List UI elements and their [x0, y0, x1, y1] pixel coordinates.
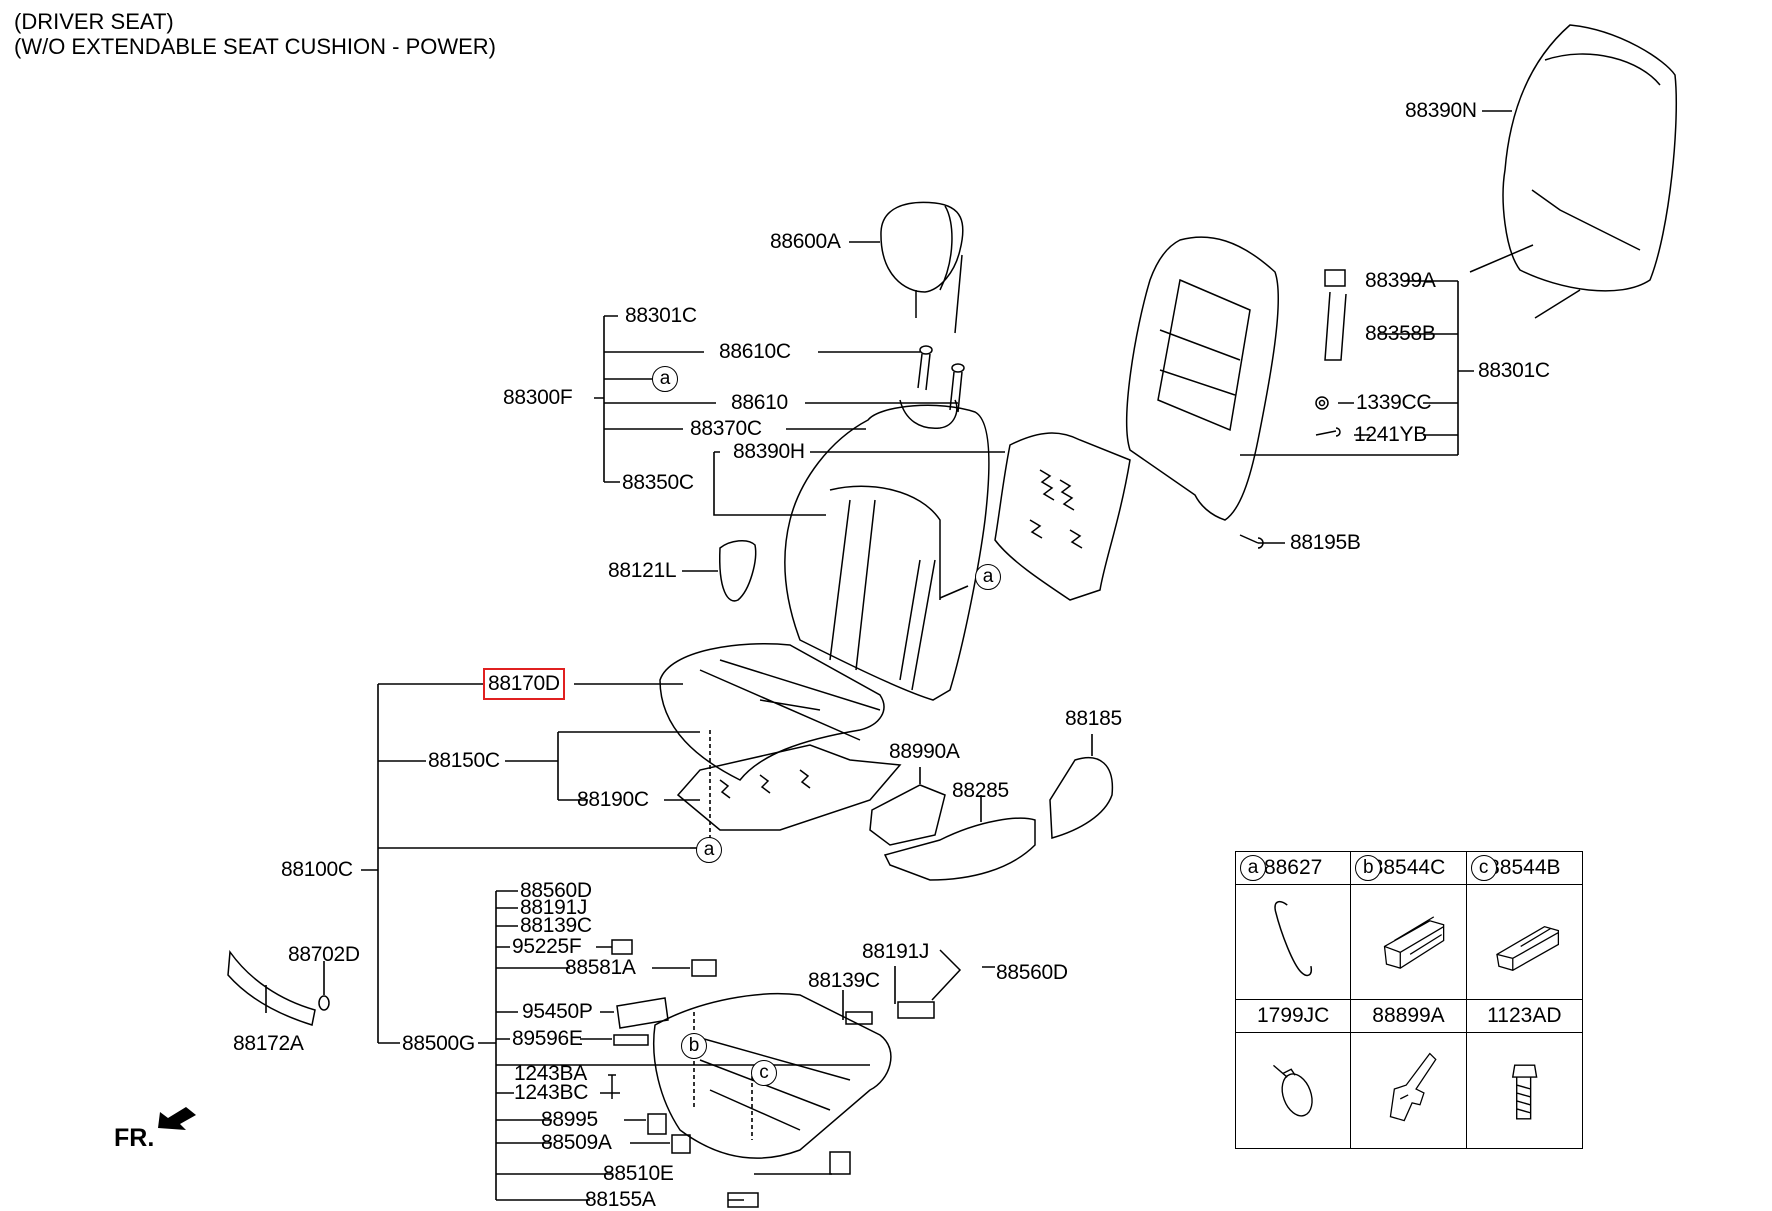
part-label-88172A[interactable]: 88172A — [233, 1032, 304, 1055]
legend-part-88899A[interactable]: 88899A — [1372, 1004, 1445, 1027]
part-label-1339CC[interactable]: 1339CC — [1356, 391, 1432, 414]
legend-header-88899A: 88899A — [1351, 1000, 1467, 1033]
part-label-88300F[interactable]: 88300F — [503, 386, 573, 409]
legend-image-clip-single — [1466, 885, 1582, 1000]
part-label-88370C[interactable]: 88370C — [690, 417, 762, 440]
bracket-icon — [1390, 1052, 1437, 1122]
part-label-88191J-list[interactable]: 88191J — [520, 896, 588, 919]
clip-double-icon — [1384, 916, 1445, 969]
part-label-88510E[interactable]: 88510E — [603, 1162, 674, 1185]
part-label-88100C[interactable]: 88100C — [281, 858, 353, 881]
part-label-88610[interactable]: 88610 — [731, 391, 788, 414]
legend-ref-b: b — [1355, 855, 1382, 881]
legend-part-88544B[interactable]: 88544B — [1488, 856, 1561, 879]
legend-part-1799JC[interactable]: 1799JC — [1256, 1004, 1330, 1027]
legend-image-wire-hook — [1236, 885, 1352, 1000]
headrest-drawing — [880, 201, 964, 334]
part-label-88399A[interactable]: 88399A — [1365, 269, 1436, 292]
front-indicator-label: FR. — [114, 1124, 155, 1152]
diagram-title-line1: (DRIVER SEAT) — [14, 9, 174, 34]
front-arrow-icon — [158, 1107, 196, 1130]
part-label-88139C[interactable]: 88139C — [808, 969, 880, 992]
part-label-88285[interactable]: 88285 — [952, 779, 1009, 802]
legend-table: a 88627 b 88544C c 88544B 1799JC 88899A … — [1235, 851, 1583, 1149]
switch-and-covers-drawing — [869, 756, 1114, 881]
legend-ref-c: c — [1470, 855, 1497, 881]
pad-drawing — [994, 432, 1131, 601]
wire-hook-icon — [1274, 900, 1313, 977]
part-label-88139C-list[interactable]: 88139C — [520, 914, 592, 937]
part-label-88191J[interactable]: 88191J — [862, 940, 930, 963]
leader-lines — [265, 110, 1512, 1201]
part-label-88702D[interactable]: 88702D — [288, 943, 360, 966]
part-label-88610C[interactable]: 88610C — [719, 340, 791, 363]
guide-drawings — [917, 345, 965, 413]
part-label-88990A[interactable]: 88990A — [889, 740, 960, 763]
part-label-88350C[interactable]: 88350C — [622, 471, 694, 494]
small-hardware-drawings — [1239, 269, 1347, 549]
part-label-88390N[interactable]: 88390N — [1405, 99, 1477, 122]
legend-part-88544C[interactable]: 88544C — [1371, 856, 1446, 879]
diagram-title-line2: (W/O EXTENDABLE SEAT CUSHION - POWER) — [14, 34, 497, 59]
trim-strip-drawing — [227, 949, 330, 1026]
part-label-88155A[interactable]: 88155A — [585, 1188, 656, 1211]
part-label-88995[interactable]: 88995 — [541, 1108, 598, 1131]
ref-circle-a-cushion[interactable]: a — [696, 837, 722, 863]
ref-circle-b[interactable]: b — [681, 1033, 707, 1059]
legend-image-bracket — [1351, 1033, 1467, 1148]
legend-image-clip-double — [1351, 885, 1467, 1000]
part-label-88190C[interactable]: 88190C — [577, 788, 649, 811]
ref-circle-c[interactable]: c — [751, 1060, 777, 1086]
part-label-88150C[interactable]: 88150C — [428, 749, 500, 772]
backrest-cover-drawing — [784, 399, 990, 701]
back-board-drawing — [1469, 24, 1677, 319]
legend-image-cable-tie — [1236, 1033, 1352, 1148]
side-cover-drawing — [719, 540, 757, 602]
legend-header-a: a 88627 — [1236, 852, 1352, 885]
cushion-pad-drawing — [676, 744, 902, 831]
part-label-88358B[interactable]: 88358B — [1365, 322, 1436, 345]
ref-circle-a-backrest[interactable]: a — [975, 564, 1001, 590]
ref-circle-a-top[interactable]: a — [652, 366, 678, 392]
part-label-88301C-top[interactable]: 88301C — [625, 304, 697, 327]
part-label-88195B[interactable]: 88195B — [1290, 531, 1361, 554]
part-label-1243BA[interactable]: 1243BA — [514, 1062, 587, 1085]
legend-header-b: b 88544C — [1351, 852, 1467, 885]
part-label-88121L[interactable]: 88121L — [608, 559, 677, 582]
part-label-88560D[interactable]: 88560D — [996, 961, 1068, 984]
part-label-88390H[interactable]: 88390H — [733, 440, 805, 463]
part-label-88301C-right[interactable]: 88301C — [1478, 359, 1550, 382]
part-label-88600A[interactable]: 88600A — [770, 230, 841, 253]
backrest-frame-drawing — [1126, 236, 1280, 521]
legend-part-1123AD[interactable]: 1123AD — [1487, 1004, 1562, 1027]
cable-tie-icon — [1273, 1064, 1313, 1117]
part-label-88185[interactable]: 88185 — [1065, 707, 1122, 730]
legend-ref-a: a — [1240, 855, 1266, 881]
bolt-icon — [1511, 1064, 1538, 1120]
legend-header-1799JC: 1799JC — [1236, 1000, 1352, 1033]
legend-header-1123AD: 1123AD — [1466, 1000, 1582, 1033]
seat-components-drawing — [608, 939, 962, 1208]
part-label-88560D-list[interactable]: 88560D — [520, 879, 592, 902]
part-label-95450P[interactable]: 95450P — [522, 1000, 593, 1023]
part-label-1243BC[interactable]: 1243BC — [514, 1081, 589, 1104]
seat-cushion-drawing — [659, 643, 885, 781]
part-label-95225F[interactable]: 95225F — [512, 935, 582, 958]
part-label-88500G[interactable]: 88500G — [402, 1032, 475, 1055]
part-label-89596E[interactable]: 89596E — [512, 1027, 583, 1050]
legend-part-88627[interactable]: 88627 — [1263, 856, 1323, 879]
legend-image-bolt — [1467, 1033, 1582, 1148]
part-label-88581A[interactable]: 88581A — [565, 956, 636, 979]
clip-single-icon — [1495, 925, 1559, 971]
part-label-88170D-highlighted[interactable]: 88170D — [483, 668, 565, 700]
part-label-1241YB[interactable]: 1241YB — [1354, 423, 1427, 446]
legend-header-c: c 88544B — [1466, 852, 1582, 885]
part-label-88509A[interactable]: 88509A — [541, 1131, 612, 1154]
